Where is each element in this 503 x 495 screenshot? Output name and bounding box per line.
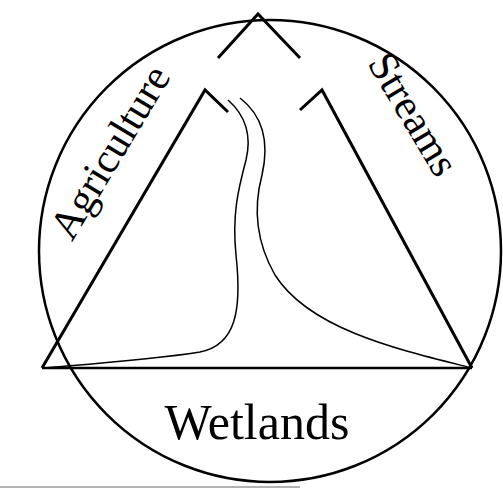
base-line xyxy=(42,367,472,370)
scan-line xyxy=(0,486,300,488)
outer-circle xyxy=(39,20,501,482)
summit-peak xyxy=(218,14,300,58)
region-label: Streams xyxy=(361,45,467,183)
region-label: Wetlands xyxy=(165,397,350,447)
